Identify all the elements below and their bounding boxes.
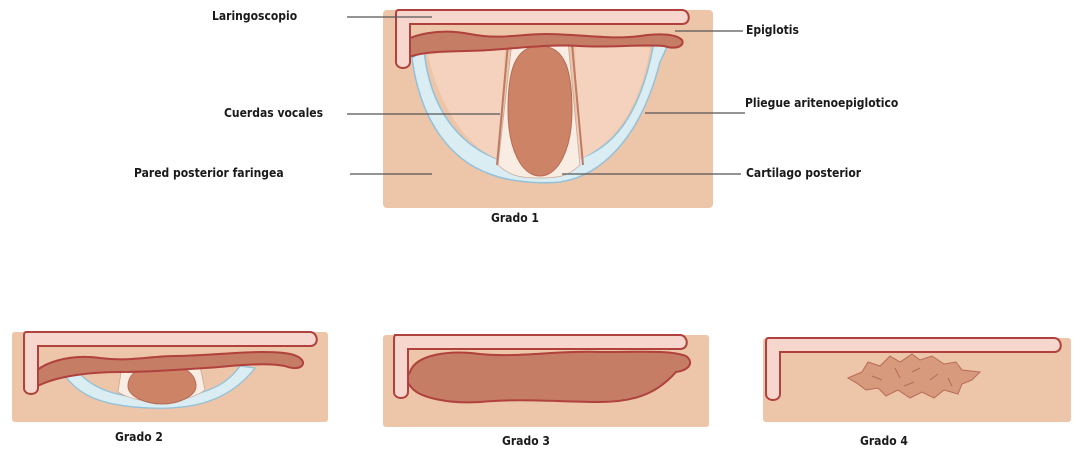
grade-1-illustration	[383, 10, 713, 208]
posterior-cartilage-label: Cartilago posterior	[746, 166, 861, 180]
posterior-pharyngeal-wall-label: Pared posterior faringea	[134, 166, 284, 180]
epiglottis-label: Epiglotis	[746, 23, 799, 37]
vocal-cords-label: Cuerdas vocales	[224, 106, 323, 120]
grade-4-illustration	[763, 338, 1071, 422]
aryepiglottic-fold-label: Pliegue aritenoepiglotico	[745, 96, 898, 110]
grade-2-illustration	[12, 332, 328, 422]
grade-3-illustration	[383, 335, 709, 427]
grade-3-caption: Grado 3	[502, 434, 550, 448]
grade-1-caption: Grado 1	[491, 211, 539, 225]
grade-4-caption: Grado 4	[860, 434, 908, 448]
grade-2-caption: Grado 2	[115, 430, 163, 444]
laryngoscope-label: Laringoscopio	[212, 9, 297, 23]
glottis	[508, 46, 572, 176]
